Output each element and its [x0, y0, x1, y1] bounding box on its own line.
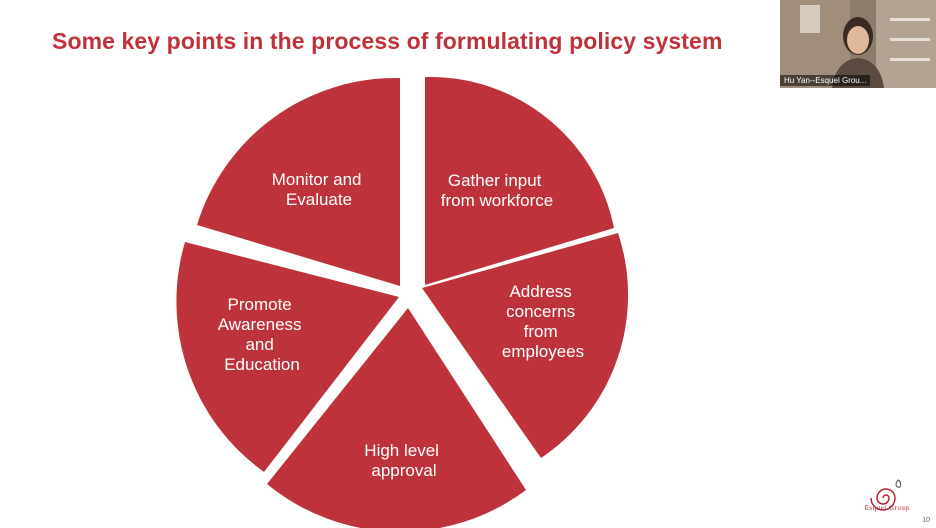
page-number: 10 — [922, 517, 930, 524]
participant-name-label: Hu Yan--Esquel Grou... — [780, 75, 871, 86]
label-monitor-evaluate: Monitor and Evaluate — [272, 170, 367, 209]
label-high-level-approval: High level approval — [364, 441, 443, 480]
pie-segment-high-level-approval — [267, 308, 526, 528]
label-address-concerns: Address concerns from employees — [502, 282, 584, 361]
label-gather-input: Gather input from workforce — [441, 171, 553, 210]
pie-segment-address-concerns — [422, 233, 629, 458]
participant-video-image — [780, 0, 936, 88]
pie-segment-gather-input — [425, 76, 614, 285]
slide-title: Some key points in the process of formul… — [52, 28, 723, 54]
swirl-logo-icon — [870, 479, 902, 511]
pie-segment-monitor-evaluate — [197, 77, 400, 286]
label-promote-awareness: Promote Awareness and Education — [218, 295, 307, 374]
logo-text: Esquel Group — [864, 504, 910, 512]
participant-video-tile[interactable]: Hu Yan--Esquel Grou... — [780, 0, 936, 88]
pie-segment-promote-awareness — [176, 242, 399, 472]
